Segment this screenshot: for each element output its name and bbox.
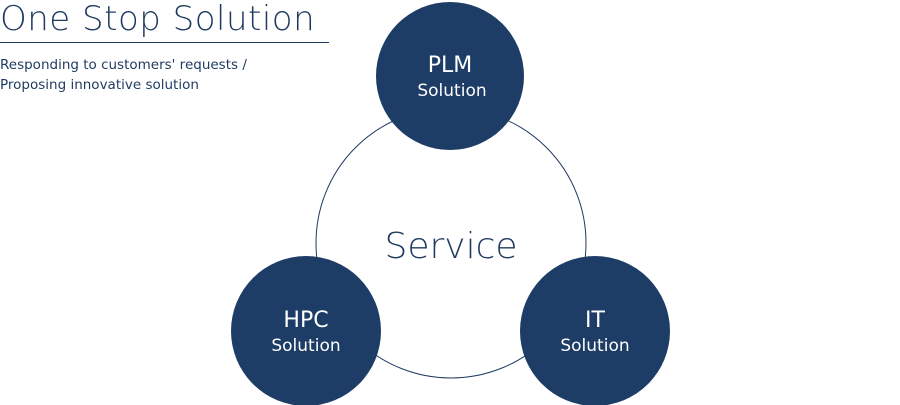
subtitle-line: Proposing innovative solution <box>0 77 199 93</box>
node-plm: PLM Solution <box>376 2 524 150</box>
node-hpc-circle <box>231 256 381 405</box>
node-it-title: IT <box>585 308 605 333</box>
node-it: IT Solution <box>520 256 670 405</box>
node-plm-title: PLM <box>428 53 473 78</box>
node-it-circle <box>520 256 670 405</box>
node-hpc-title: HPC <box>283 308 328 333</box>
subtitle: Responding to customers' requests / Prop… <box>0 55 330 95</box>
node-hpc: HPC Solution <box>231 256 381 405</box>
node-it-subtitle: Solution <box>560 336 629 356</box>
node-hpc-subtitle: Solution <box>271 336 340 356</box>
header: One Stop Solution Responding to customer… <box>0 0 330 95</box>
subtitle-line: Responding to customers' requests / <box>0 57 247 73</box>
page-title: One Stop Solution <box>0 0 316 39</box>
title-underline <box>0 42 329 43</box>
node-plm-circle <box>376 2 524 150</box>
center-label: Service <box>384 226 517 267</box>
node-plm-subtitle: Solution <box>417 81 486 101</box>
